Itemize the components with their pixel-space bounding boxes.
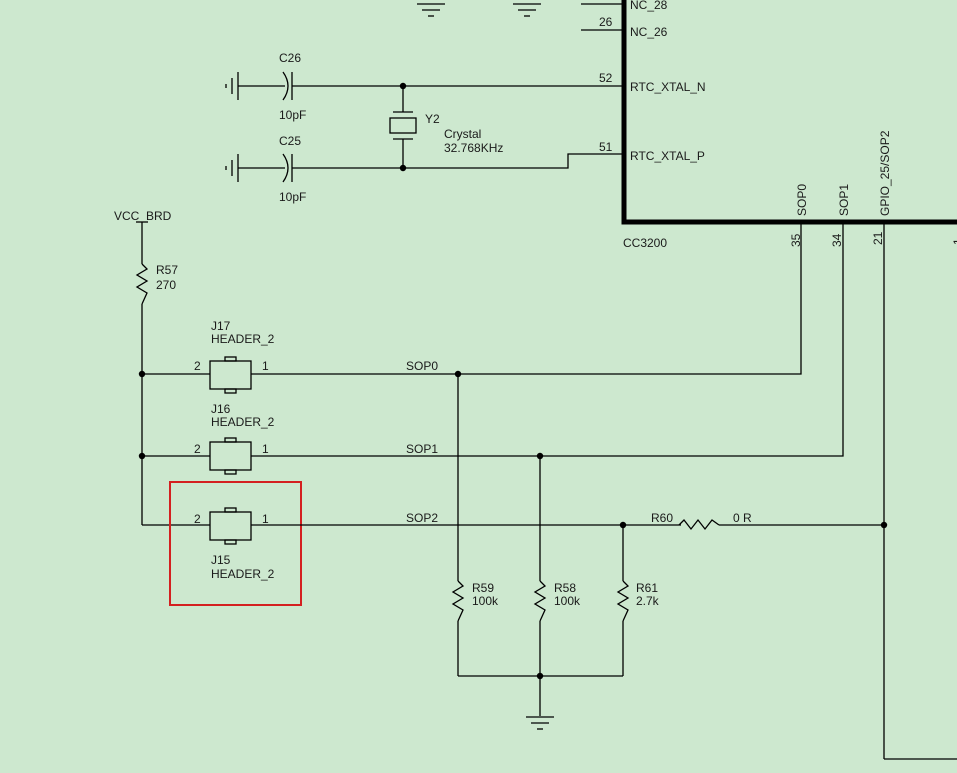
resistor-r58-icon (533, 580, 547, 622)
resistor-r57-icon (135, 263, 149, 305)
j17-type: HEADER_2 (211, 332, 275, 346)
pin-nc26-label: NC_26 (630, 25, 668, 39)
y2-value: 32.768KHz (444, 141, 503, 155)
pin-34-label: SOP1 (837, 184, 851, 216)
pin-35-number: 35 (789, 233, 803, 247)
sop0-net-wire (251, 224, 802, 375)
r59-ref: R59 (472, 581, 494, 595)
r61-value: 2.7k (636, 594, 660, 608)
c26-value: 10pF (279, 108, 306, 122)
j15-type: HEADER_2 (211, 567, 275, 581)
r59-value: 100k (472, 594, 499, 608)
sop1-net-label: SOP1 (406, 442, 438, 456)
ground-symbol-icon (417, 3, 445, 17)
j15-pin-2: 2 (194, 512, 201, 526)
chip-name-label: CC3200 (623, 236, 667, 250)
resistor-r59-icon (451, 580, 465, 622)
crystal-y2-icon (389, 86, 417, 168)
j16-pin-2: 2 (194, 442, 201, 456)
ground-symbol-icon (225, 154, 239, 182)
c25-ref: C25 (279, 134, 301, 148)
c25-value: 10pF (279, 190, 306, 204)
r60-ref: R60 (651, 511, 673, 525)
resistor-r60-icon (678, 518, 720, 531)
y2-type: Crystal (444, 127, 481, 141)
r61-ref: R61 (636, 581, 658, 595)
header-j15-icon (209, 507, 252, 545)
c26-ref: C26 (279, 51, 301, 65)
ground-symbol-icon (225, 72, 239, 100)
j15-highlight-box[interactable] (169, 481, 302, 606)
junction-dot (536, 672, 544, 680)
vcc-net-label: VCC_BRD (114, 209, 172, 223)
j15-ref: J15 (211, 553, 231, 567)
ground-symbol-icon (513, 3, 541, 17)
r57-ref: R57 (156, 263, 178, 277)
sop2-net-label: SOP2 (406, 511, 438, 525)
pin-35-label: SOP0 (795, 184, 809, 216)
pin-21-label: GPIO_25/SOP2 (878, 130, 892, 216)
j16-pin-1: 1 (262, 442, 269, 456)
j15-pin-1: 1 (262, 512, 269, 526)
header-j17-icon (209, 356, 252, 394)
j17-ref: J17 (211, 319, 231, 333)
cc3200-chip-body (621, 0, 957, 225)
j17-pin-2: 2 (194, 359, 201, 373)
pin-21-number: 21 (871, 231, 885, 245)
pin-34-number: 34 (830, 233, 844, 247)
sop1-net-wire (251, 224, 844, 457)
j16-ref: J16 (211, 402, 231, 416)
pin-nc28-label: NC_28 (630, 0, 668, 12)
y2-ref: Y2 (425, 112, 440, 126)
j17-pin-1: 1 (262, 359, 269, 373)
r58-ref: R58 (554, 581, 576, 595)
pin-nc26-number: 26 (599, 15, 613, 29)
pin-52-number: 52 (599, 71, 613, 85)
sop0-net-label: SOP0 (406, 359, 438, 373)
r57-value: 270 (156, 278, 176, 292)
pin-51-label: RTC_XTAL_P (630, 149, 705, 163)
pin-51-number: 51 (599, 140, 613, 154)
ground-symbol-icon (526, 716, 554, 730)
j16-type: HEADER_2 (211, 415, 275, 429)
pin-extra-number: 1 (951, 238, 957, 245)
header-j16-icon (209, 437, 252, 475)
resistor-r61-icon (616, 580, 630, 622)
wire (292, 153, 622, 169)
r58-value: 100k (554, 594, 581, 608)
pin-52-label: RTC_XTAL_N (630, 80, 706, 94)
r60-value: 0 R (733, 511, 752, 525)
